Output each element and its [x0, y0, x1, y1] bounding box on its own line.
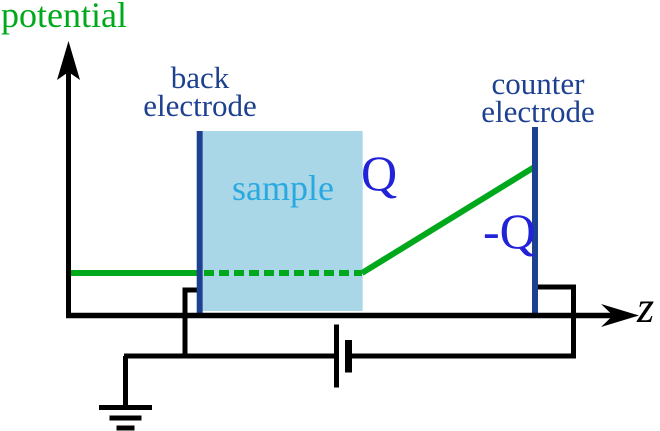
back-electrode-label-line2: electrode	[143, 88, 257, 123]
charge-q-label: Q	[361, 145, 398, 201]
charge-minus-q-label: -Q	[483, 203, 536, 259]
sample-label: sample	[232, 168, 334, 208]
counter-electrode-label-line2: electrode	[481, 94, 595, 129]
potential-profile-line	[70, 163, 538, 276]
counter-electrode-label-line1: counter	[491, 66, 585, 101]
counter-electrode-label: counter electrode	[453, 66, 623, 129]
back-electrode-label-line1: back	[170, 60, 230, 95]
y-axis-arrowhead-icon	[57, 41, 80, 80]
back-electrode-label: back electrode	[115, 60, 285, 123]
back-electrode-wire	[182, 287, 197, 358]
potential-line-rising-segment	[360, 163, 538, 276]
sample-region	[202, 131, 363, 311]
counter-electrode-wire	[350, 284, 576, 359]
circuit-wiring	[99, 284, 576, 431]
y-axis-label: potential	[1, 0, 127, 35]
x-axis-arrowhead-icon	[601, 304, 639, 327]
battery-symbol	[334, 324, 352, 388]
axes	[57, 41, 639, 327]
electrodes	[196, 127, 538, 317]
x-axis-label: z	[637, 283, 655, 332]
ground-symbol	[99, 356, 152, 431]
